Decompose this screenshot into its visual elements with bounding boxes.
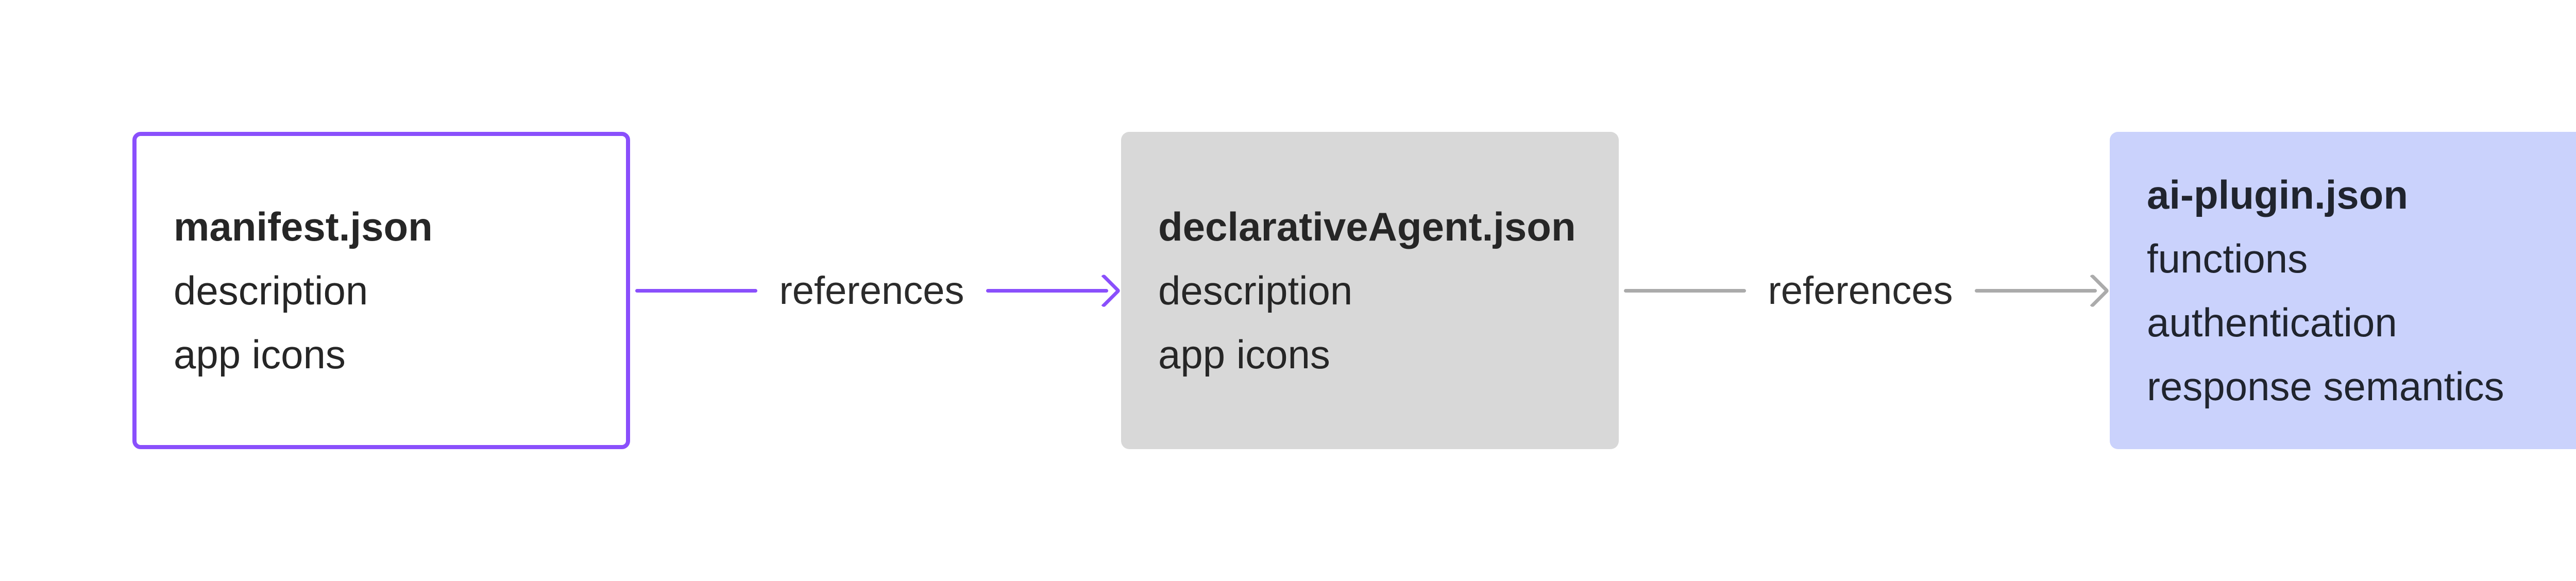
node-attribute: response semantics	[2147, 364, 2504, 409]
arrow-line	[635, 288, 758, 293]
node-attribute: app icons	[174, 332, 346, 377]
arrow-line	[1974, 288, 2097, 293]
arrow-line	[1624, 288, 1747, 293]
arrow-head-icon	[1087, 273, 1121, 308]
node-attribute: description	[1158, 268, 1353, 313]
node-title: manifest.json	[174, 204, 433, 249]
node-ai-plugin-json: ai-plugin.json functions authentication …	[2110, 132, 2576, 449]
node-attribute: description	[174, 268, 368, 313]
node-declarative-agent-json: declarativeAgent.json description app ic…	[1121, 132, 1619, 449]
node-attribute: authentication	[2147, 300, 2397, 345]
node-title: declarativeAgent.json	[1158, 204, 1576, 249]
arrow-line	[986, 288, 1109, 293]
node-attribute: functions	[2147, 236, 2308, 281]
arrow-head-icon	[2075, 273, 2110, 308]
node-manifest-json: manifest.json description app icons	[132, 132, 630, 449]
connector-label: references	[779, 268, 964, 313]
node-title: ai-plugin.json	[2147, 172, 2408, 217]
connector-references-2: references	[1619, 268, 2110, 313]
connector-label: references	[1768, 268, 1953, 313]
node-attribute: app icons	[1158, 332, 1330, 377]
connector-references-1: references	[630, 268, 1121, 313]
